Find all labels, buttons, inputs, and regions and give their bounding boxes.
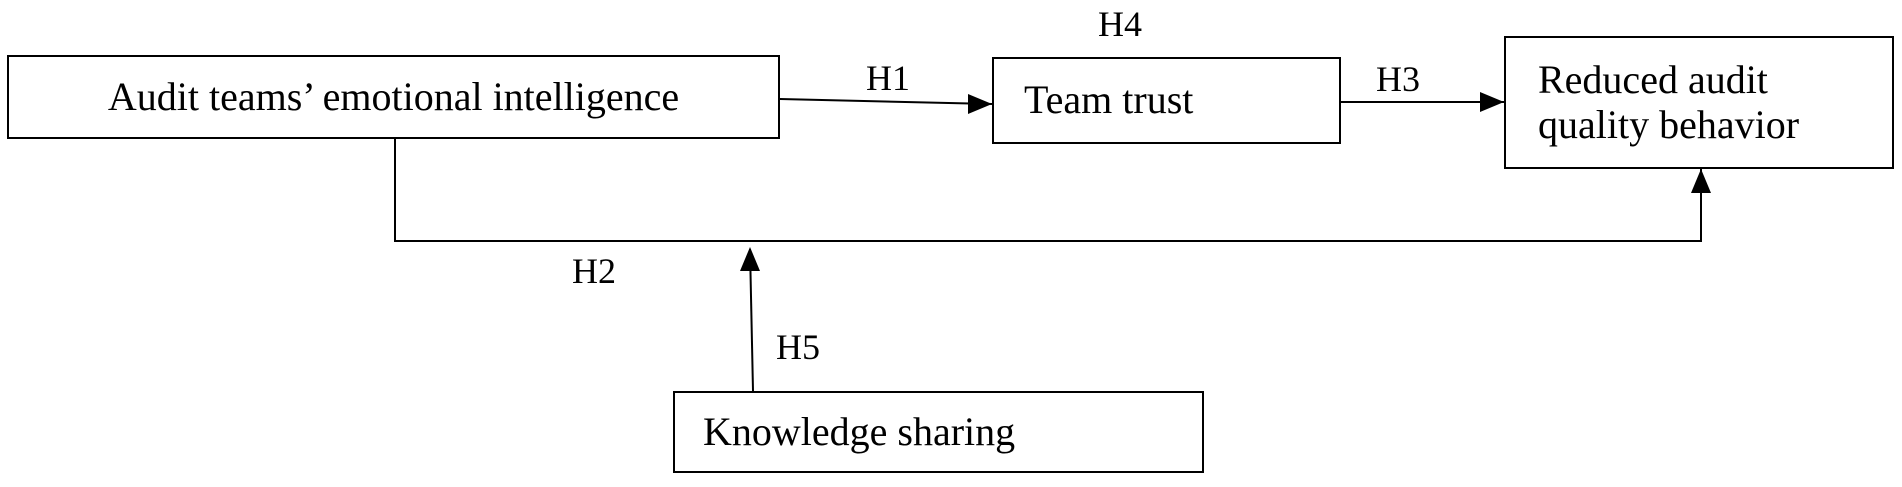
arrow-h1 (779, 98, 993, 105)
node-reduced-audit-quality-behavior-line-1: Reduced audit (1538, 56, 1768, 102)
node-knowledge-sharing: Knowledge sharing (673, 391, 1204, 473)
node-reduced-audit-quality-behavior: Reduced audit quality behavior (1504, 36, 1894, 169)
node-reduced-audit-quality-behavior-line-2: quality behavior (1538, 101, 1800, 147)
edge-label-h2: H2 (572, 251, 616, 291)
edge-label-h3: H3 (1376, 59, 1420, 99)
arrowhead-h3 (1480, 92, 1504, 112)
node-emotional-intelligence: Audit teams’ emotional intelligence (7, 55, 780, 139)
arrowhead-h1 (968, 94, 992, 114)
arrow-h5 (749, 248, 754, 392)
arrowhead-h2 (1691, 169, 1711, 193)
arrow-h2 (394, 139, 1702, 242)
arrowhead-h5 (740, 247, 760, 271)
node-team-trust: Team trust (992, 57, 1341, 144)
node-team-trust-label: Team trust (1024, 77, 1194, 123)
edge-label-h5: H5 (776, 327, 820, 367)
edge-label-h1: H1 (866, 58, 910, 98)
edge-label-h4: H4 (1098, 4, 1142, 44)
node-emotional-intelligence-label: Audit teams’ emotional intelligence (107, 73, 680, 119)
node-knowledge-sharing-label: Knowledge sharing (703, 408, 1016, 454)
